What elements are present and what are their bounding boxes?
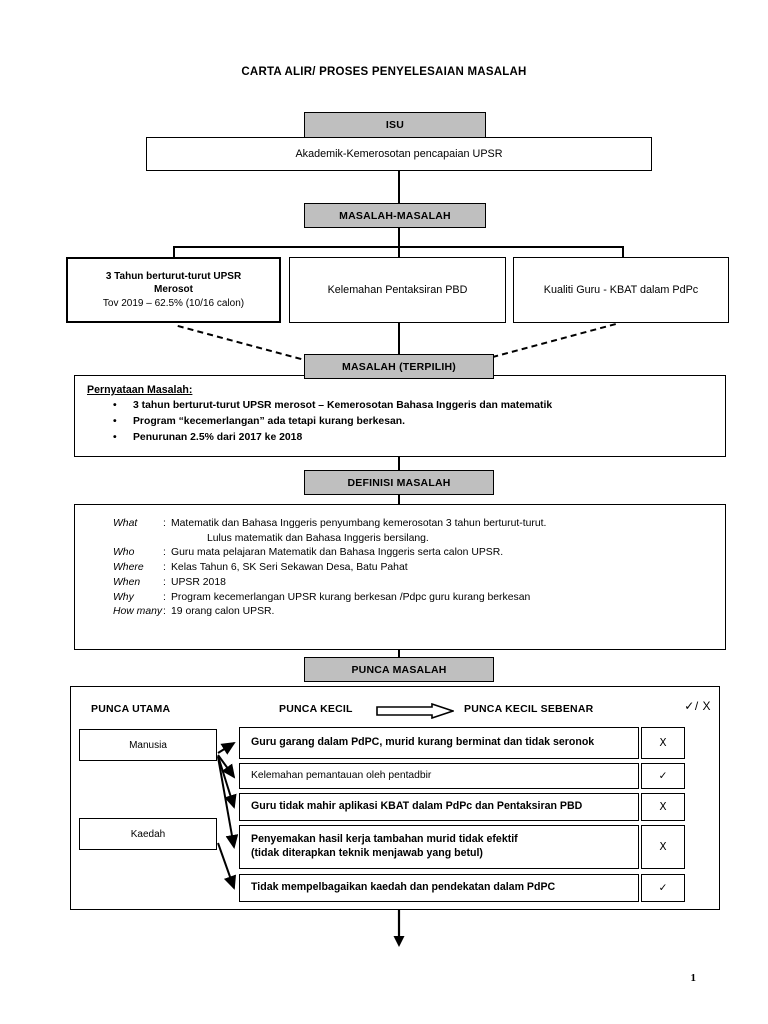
stage-header-isu: ISU	[304, 112, 486, 138]
connector-drop-1	[173, 246, 175, 258]
connector-pernyataan-to-definisi	[398, 457, 400, 471]
pernyataan-heading: Pernyataan Masalah:	[87, 384, 193, 396]
punca-kecil-box-5: Tidak mempelbagaikan kaedah dan pendekat…	[239, 874, 639, 902]
definisi-row-when: When : UPSR 2018	[85, 576, 715, 590]
masalah-box-3-label: Kualiti Guru - KBAT dalam PdPc	[543, 284, 699, 296]
col-header-punca-utama: PUNCA UTAMA	[91, 703, 171, 715]
punca-kecil-box-4: Penyemakan hasil kerja tambahan murid ti…	[239, 825, 639, 869]
page-title: CARTA ALIR/ PROSES PENYELESAIAN MASALAH	[241, 66, 527, 78]
definisi-colon: :	[163, 547, 166, 559]
mark-glyph: ✓	[658, 882, 668, 894]
definisi-row-why: Why : Program kecemerlangan UPSR kurang …	[85, 591, 715, 605]
bullet-dot-icon: •	[113, 400, 117, 411]
masalah-box-2-label: Kelemahan Pentaksiran PBD	[327, 284, 468, 296]
definisi-value-what: Matematik dan Bahasa Inggeris penyumbang…	[171, 518, 547, 529]
mark-glyph: X	[659, 801, 667, 813]
dashed-connector-left	[177, 325, 312, 363]
definisi-key-when: When	[113, 576, 141, 588]
definisi-colon: :	[163, 576, 166, 588]
pernyataan-bullet-2: • Program “kecemerlangan” ada tetapi kur…	[113, 415, 715, 428]
definisi-value-who: Guru mata pelajaran Matematik dan Bahasa…	[171, 547, 504, 559]
masalah-box-1-line3: Tov 2019 – 62.5% (10/16 calon)	[102, 297, 245, 309]
connector-middle-to-terpilih	[398, 323, 400, 355]
pernyataan-bullet-3-text: Penurunan 2.5% dari 2017 ke 2018	[133, 432, 303, 443]
col-header-punca-kecil-sebenar: PUNCA KECIL SEBENAR	[464, 703, 594, 715]
mark-glyph: X	[659, 841, 667, 853]
stage-header-definisi-masalah: DEFINISI MASALAH	[304, 470, 494, 495]
stage-header-masalah-terpilih: MASALAH (TERPILIH)	[304, 354, 494, 379]
masalah-box-2: Kelemahan Pentaksiran PBD	[289, 257, 506, 323]
definisi-key-how-many: How many	[113, 606, 163, 618]
punca-utama-label-kaedah: Kaedah	[130, 828, 166, 840]
block-arrow-icon	[376, 703, 454, 719]
pernyataan-bullet-2-text: Program “kecemerlangan” ada tetapi kuran…	[133, 416, 405, 427]
punca-utama-label-manusia: Manusia	[129, 739, 167, 751]
punca-kecil-text-3: Guru tidak mahir aplikasi KBAT dalam PdP…	[251, 800, 583, 813]
definisi-row-who: Who : Guru mata pelajaran Matematik dan …	[85, 546, 715, 560]
masalah-box-1-line2: Merosot	[154, 284, 193, 296]
masalah-box-1-line1: 3 Tahun berturut-turut UPSR	[105, 270, 242, 282]
definisi-row-how-many: How many : 19 orang calon UPSR.	[85, 605, 715, 619]
punca-kecil-mark-5: ✓	[641, 874, 685, 902]
connector-drop-3	[622, 246, 624, 258]
definisi-value-when: UPSR 2018	[171, 576, 226, 588]
pernyataan-bullet-1: • 3 tahun berturut-turut UPSR merosot – …	[113, 399, 715, 412]
connector-isu-to-masalah	[398, 171, 400, 203]
punca-kecil-mark-3: X	[641, 793, 685, 821]
masalah-box-1: 3 Tahun berturut-turut UPSR Merosot Tov …	[66, 257, 281, 323]
dashed-connector-right	[482, 323, 616, 361]
punca-kecil-text-5: Tidak mempelbagaikan kaedah dan pendekat…	[251, 881, 556, 894]
punca-utama-box-kaedah: Kaedah	[79, 818, 217, 850]
stage-header-masalah-masalah: MASALAH-MASALAH	[304, 203, 486, 228]
connector-drop-2	[398, 246, 400, 258]
pernyataan-bullet-1-text: 3 tahun berturut-turut UPSR merosot – Ke…	[133, 400, 553, 411]
punca-kecil-box-3: Guru tidak mahir aplikasi KBAT dalam PdP…	[239, 793, 639, 821]
definisi-key-what: What	[113, 518, 138, 529]
page-number: 1	[690, 972, 697, 984]
definisi-masalah-box: What : Matematik dan Bahasa Inggeris pen…	[74, 504, 726, 650]
definisi-key-why: Why	[113, 591, 134, 603]
definisi-value-why: Program kecemerlangan UPSR kurang berkes…	[171, 591, 531, 603]
punca-kecil-text-1: Guru garang dalam PdPC, murid kurang ber…	[251, 736, 595, 749]
definisi-colon: :	[163, 562, 166, 574]
masalah-box-3: Kualiti Guru - KBAT dalam PdPc	[513, 257, 729, 323]
definisi-value-where: Kelas Tahun 6, SK Seri Sekawan Desa, Bat…	[171, 562, 408, 574]
isu-content-label: Akademik-Kemerosotan pencapaian UPSR	[295, 148, 503, 160]
definisi-colon: :	[163, 591, 166, 603]
punca-kecil-text-4b: (tidak diterapkan teknik menjawab yang b…	[251, 847, 483, 859]
col-header-punca-kecil: PUNCA KECIL	[279, 703, 353, 715]
mark-glyph: ✓	[658, 770, 668, 782]
bullet-dot-icon: •	[113, 432, 117, 443]
connector-definisi-stub	[398, 495, 400, 505]
flow-exit-arrow-icon	[393, 910, 405, 947]
punca-kecil-mark-1: X	[641, 727, 685, 759]
bullet-dot-icon: •	[113, 416, 117, 427]
punca-kecil-box-1: Guru garang dalam PdPC, murid kurang ber…	[239, 727, 639, 759]
definisi-value-how-many: 19 orang calon UPSR.	[171, 606, 275, 618]
connector-masalah-trunk	[398, 228, 400, 248]
punca-kecil-text-2: Kelemahan pemantauan oleh pentadbir	[251, 770, 432, 782]
definisi-key-who: Who	[113, 547, 135, 559]
stage-header-punca-masalah: PUNCA MASALAH	[304, 657, 494, 682]
punca-kecil-box-2: Kelemahan pemantauan oleh pentadbir	[239, 763, 639, 789]
col-header-mark-legend: ✓/ X	[684, 699, 711, 713]
pernyataan-masalah-box: Pernyataan Masalah: • 3 tahun berturut-t…	[74, 375, 726, 457]
definisi-row-what: What : Matematik dan Bahasa Inggeris pen…	[85, 517, 715, 531]
isu-content-box: Akademik-Kemerosotan pencapaian UPSR	[146, 137, 652, 171]
punca-masalah-panel: PUNCA UTAMA PUNCA KECIL PUNCA KECIL SEBE…	[70, 686, 720, 910]
definisi-key-where: Where	[113, 562, 144, 574]
punca-utama-box-manusia: Manusia	[79, 729, 217, 761]
pernyataan-bullet-3: • Penurunan 2.5% dari 2017 ke 2018	[113, 431, 715, 444]
punca-kecil-text-4: Penyemakan hasil kerja tambahan murid ti…	[251, 833, 518, 846]
definisi-colon: :	[163, 606, 166, 618]
definisi-row-where: Where : Kelas Tahun 6, SK Seri Sekawan D…	[85, 561, 715, 575]
connector-definisi-to-punca	[398, 650, 400, 658]
definisi-value-what-continuation: Lulus matematik dan Bahasa Inggeris bers…	[207, 532, 429, 544]
punca-kecil-mark-2: ✓	[641, 763, 685, 789]
definisi-colon: :	[163, 518, 166, 529]
mark-glyph: X	[659, 737, 667, 749]
punca-kecil-mark-4: X	[641, 825, 685, 869]
